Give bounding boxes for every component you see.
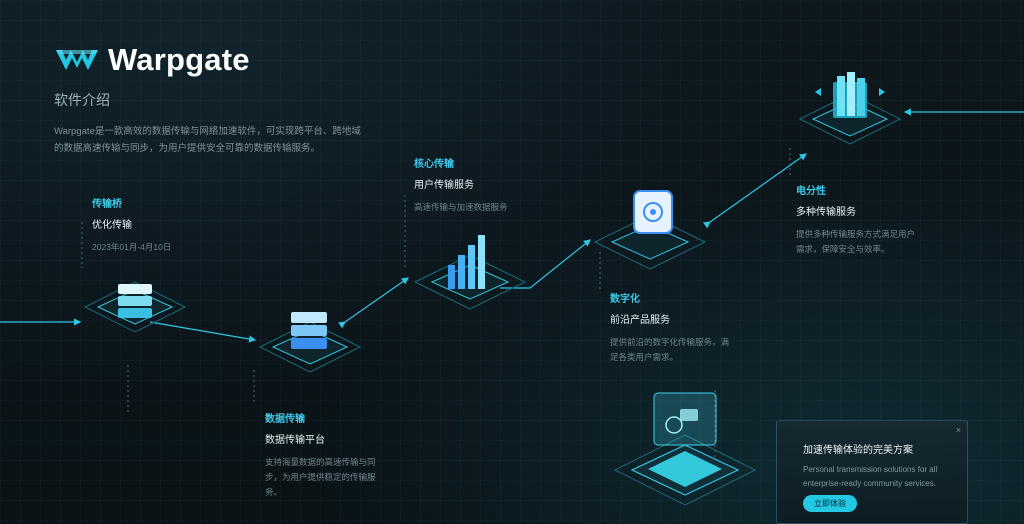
node-5-desc: 提供多种传输服务方式满足用户需求，保障安全与效率。: [796, 229, 916, 254]
node-3-label: 核心传输 用户传输服务 高速传输与加速数据服务: [414, 155, 508, 215]
node-1-label: 传输桥 优化传输 2023年01月-4月10日: [92, 195, 171, 255]
node-5-tag: 电分性: [796, 186, 826, 197]
promo-card: × 加速传输体验的完美方案 Personal transmission solu…: [776, 420, 968, 524]
node-4-title: 前沿产品服务: [610, 315, 670, 326]
intro-description: Warpgate是一款高效的数据传输与网络加速软件，可实现跨平台、跨地域的数据高…: [54, 126, 361, 154]
node-1-title: 优化传输: [92, 220, 132, 231]
node-2-label: 数据传输 数据传输平台 支持海量数据的高速传输与同步，为用户提供稳定的传输服务。: [265, 410, 390, 500]
node-5-label: 电分性 多种传输服务 提供多种传输服务方式满足用户需求，保障安全与效率。: [796, 182, 921, 257]
intro-title: 软件介绍: [54, 92, 110, 108]
node-1-server-platform[interactable]: [80, 262, 190, 352]
node-5-building-platform[interactable]: [795, 62, 905, 152]
node-3-title: 用户传输服务: [414, 180, 474, 191]
node-4-label: 数字化 前沿产品服务 提供前沿的数字化传输服务，满足各类用户需求。: [610, 290, 735, 365]
node-2-title: 数据传输平台: [265, 435, 325, 446]
promo-card-title: 加速传输体验的完美方案: [803, 445, 913, 456]
glowing-device-platform[interactable]: [610, 385, 760, 524]
warpgate-logo-icon: [56, 50, 98, 70]
brand-name: Warpgate: [108, 42, 250, 77]
close-icon[interactable]: ×: [955, 425, 961, 435]
node-4-app-platform[interactable]: [590, 185, 710, 275]
node-3-bar-chart-platform[interactable]: [410, 225, 530, 315]
node-4-tag: 数字化: [610, 294, 640, 305]
node-3-desc: 高速传输与加速数据服务: [414, 202, 508, 212]
node-5-title: 多种传输服务: [796, 207, 856, 218]
node-4-desc: 提供前沿的数字化传输服务，满足各类用户需求。: [610, 337, 730, 362]
promo-card-button[interactable]: 立即体验: [803, 495, 857, 512]
brand-logo[interactable]: Warpgate: [54, 42, 250, 78]
node-1-desc: 2023年01月-4月10日: [92, 242, 172, 252]
node-1-tag: 传输桥: [92, 199, 122, 210]
node-2-database-platform[interactable]: [255, 300, 365, 390]
promo-card-desc: Personal transmission solutions for all …: [803, 465, 938, 488]
node-2-desc: 支持海量数据的高速传输与同步，为用户提供稳定的传输服务。: [265, 457, 376, 497]
node-3-tag: 核心传输: [414, 159, 454, 170]
node-2-tag: 数据传输: [265, 414, 305, 425]
